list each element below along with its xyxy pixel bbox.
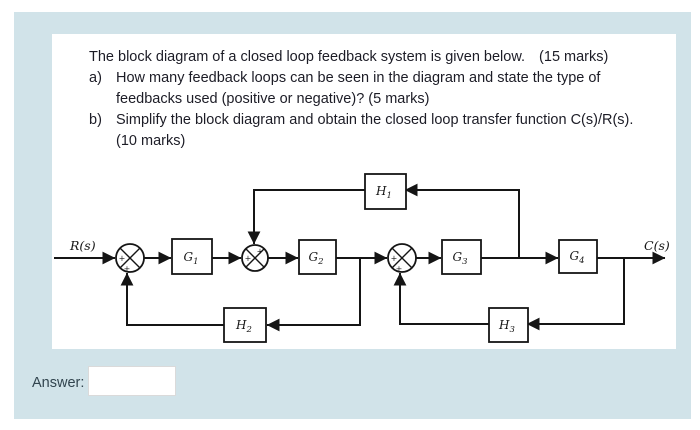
wire-h3-takeoff [526, 257, 625, 331]
sj1-left-sign: + [119, 254, 126, 263]
block-h3-label: H [498, 318, 510, 332]
question-intro: The block diagram of a closed loop feedb… [89, 49, 526, 65]
answer-input[interactable] [88, 366, 176, 396]
sj3-feedback-sign: + [396, 265, 403, 274]
svg-text:H3: H3 [498, 318, 515, 335]
svg-text:G4: G4 [569, 249, 584, 266]
svg-text:G3: G3 [452, 250, 467, 267]
svg-text:H1: H1 [375, 184, 392, 201]
wire-h2-return [120, 272, 225, 326]
summing-junction-1: + + [115, 243, 145, 274]
summing-junction-3: + + [387, 243, 417, 274]
question-card: The block diagram of a closed loop feedb… [52, 34, 676, 349]
wire-h3-return [393, 272, 490, 325]
sj1-feedback-sign: + [124, 265, 131, 274]
svg-text:H2: H2 [235, 318, 252, 335]
sj2-left-sign: + [245, 254, 252, 263]
question-item-a-text: How many feedback loops can be seen in t… [116, 70, 601, 107]
wire-h2-takeoff [266, 257, 361, 332]
sj2-feedback-sign: + [257, 247, 264, 256]
block-h2: H2 [223, 307, 267, 343]
output-signal-label: C(s) [644, 238, 670, 253]
block-g1-label: G [183, 250, 193, 264]
block-g2-label: G [308, 250, 318, 264]
block-g2: G2 [298, 239, 337, 275]
block-g1: G1 [171, 238, 213, 275]
block-h3: H3 [488, 307, 529, 343]
wire-h1-takeoff [404, 183, 520, 259]
svg-text:G2: G2 [308, 250, 323, 267]
question-panel: The block diagram of a closed loop feedb… [14, 12, 691, 419]
block-h2-label: H [235, 318, 247, 332]
block-g4: G4 [558, 239, 598, 274]
block-g4-label: G [569, 249, 579, 263]
question-item-b: b) Simplify the block diagram and obtain… [89, 110, 637, 152]
block-g3: G3 [441, 239, 482, 275]
block-h1-label: H [375, 184, 387, 198]
svg-text:G1: G1 [183, 250, 198, 267]
block-g3-label: G [452, 250, 462, 264]
input-signal-label: R(s) [69, 238, 96, 253]
question-intro-line: The block diagram of a closed loop feedb… [89, 47, 674, 68]
wire-h1-return [247, 189, 366, 245]
answer-label: Answer: [32, 375, 85, 391]
question-text-block: The block diagram of a closed loop feedb… [89, 47, 674, 152]
question-item-a-label: a) [89, 70, 102, 86]
block-h1: H1 [364, 173, 407, 210]
question-intro-marks: (15 marks) [539, 49, 609, 65]
question-item-b-label: b) [89, 112, 102, 128]
question-item-a: a) How many feedback loops can be seen i… [89, 68, 637, 110]
sj3-left-sign: + [391, 254, 398, 263]
question-item-b-text: Simplify the block diagram and obtain th… [116, 112, 634, 149]
summing-junction-2: + + [241, 244, 269, 272]
block-diagram: + + + + + + G1 [54, 173, 670, 343]
